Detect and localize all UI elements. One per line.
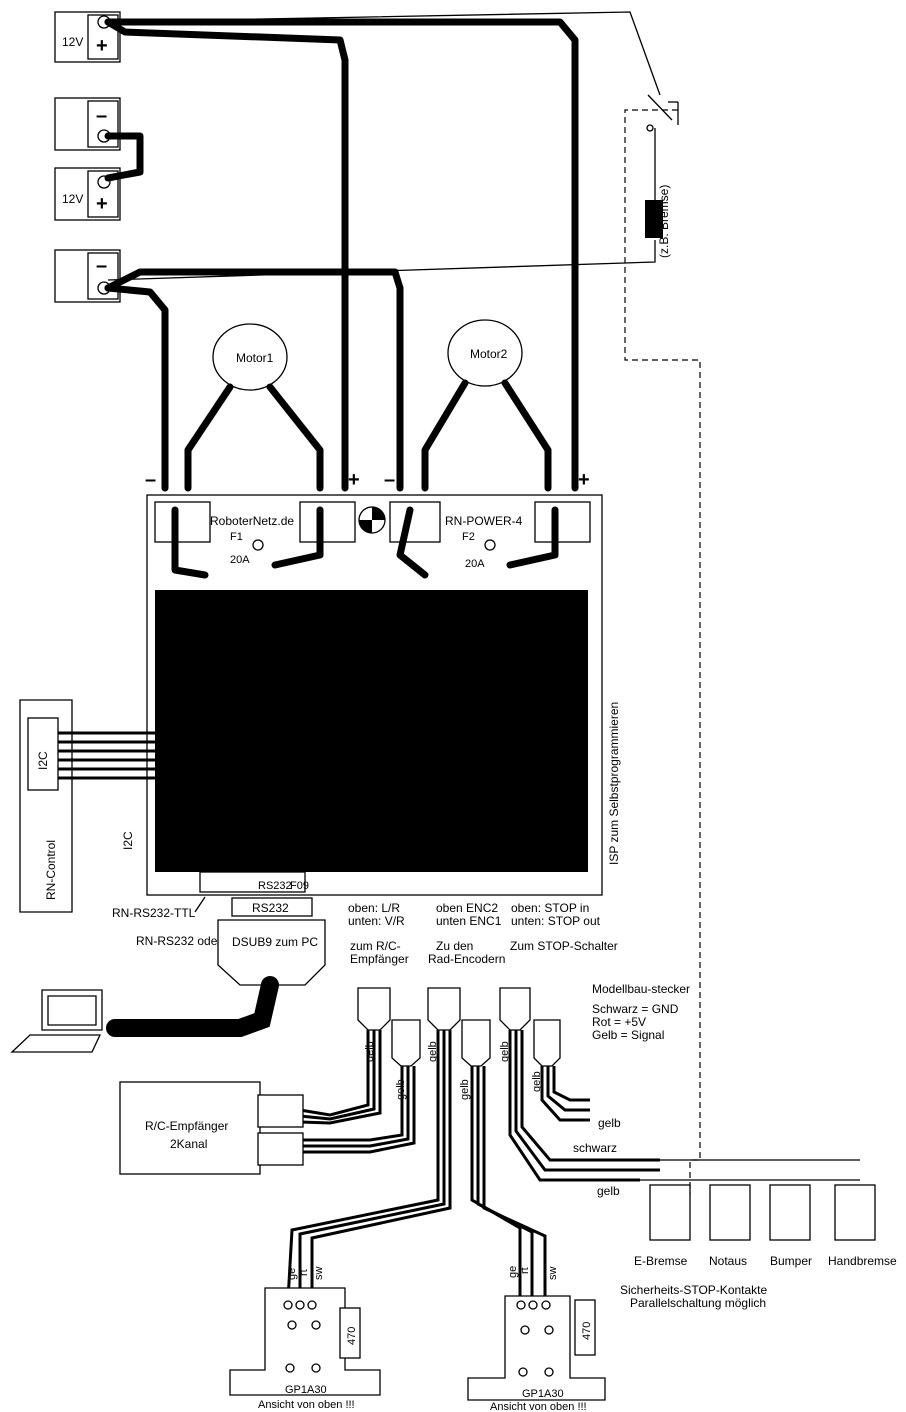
motor1-minus: – (145, 469, 156, 491)
i2c-ribbon (58, 731, 155, 780)
wire-gelb-bottom: gelb (597, 1184, 620, 1198)
stop-switches: E-Bremse Notaus Bumper Handbremse Sicher… (600, 1159, 897, 1310)
battery-bottom-plus: + (96, 193, 108, 215)
battery-bottom: 12V + – (54, 167, 121, 303)
sensor-left-name: GP1A30 (285, 1384, 327, 1396)
switch-ebremse: E-Bremse (634, 1254, 688, 1268)
sensor-right: 470 GP1A30 Ansicht von oben !!! ge rt sw (467, 1266, 606, 1412)
battery-bottom-voltage: 12V (62, 192, 83, 206)
sensor-right-name: GP1A30 (522, 1388, 564, 1400)
rs232-ttl-label: RN-RS232-TTL (112, 906, 196, 920)
sensor-right-ge: ge (507, 1266, 519, 1278)
rs232-or-label: RN-RS232 oder (136, 934, 221, 948)
rc-receiver: R/C-Empfänger 2Kanal (119, 1081, 304, 1175)
stop-bottom-label: unten: STOP out (511, 914, 601, 928)
plug-legend-3: Gelb = Signal (592, 1028, 664, 1042)
board-rs232-sub: F09 (290, 880, 309, 892)
wire-gelb-4: gelb (459, 1079, 471, 1100)
motor2-minus: – (384, 469, 395, 491)
rc-receiver-line1: R/C-Empfänger (145, 1119, 228, 1133)
sensor-right-sw: sw (547, 1267, 559, 1281)
motor2-plus: + (578, 469, 590, 491)
rn-control: I2C RN-Control (19, 699, 73, 913)
sensor-left-ge: ge (286, 1268, 298, 1280)
board-model: RN-POWER-4 (445, 514, 523, 528)
plugs (357, 987, 561, 1067)
board-amp2: 20A (465, 558, 485, 570)
wire-gelb-2: gelb (395, 1079, 407, 1100)
motor-2-label: Motor2 (470, 347, 508, 361)
board-amp1: 20A (230, 554, 250, 566)
battery-top-voltage: 12V (62, 35, 83, 49)
rc-target-1: zum R/C- (350, 939, 401, 953)
board-fuse1: F1 (230, 531, 243, 543)
sensor-left-view: Ansicht von oben !!! (258, 1399, 355, 1411)
sensor-left-resistor: 470 (346, 1327, 358, 1345)
switch-notaus: Notaus (709, 1254, 747, 1268)
motor-1-label: Motor1 (236, 351, 274, 365)
battery-top-minus: – (96, 105, 107, 127)
wire-gelb-right: gelb (598, 1116, 621, 1130)
wire-gelb-6: gelb (531, 1071, 543, 1092)
wire-bundles (286, 1030, 660, 1301)
plug-legend-title: Modellbau-stecker (592, 982, 690, 996)
brake-switch: (z.B. Bremse) (645, 94, 679, 258)
dsub-label: DSUB9 zum PC (232, 935, 318, 949)
switch-bumper: Bumper (770, 1254, 812, 1268)
sensor-right-resistor: 470 (581, 1322, 593, 1340)
motor1-plus: + (348, 469, 360, 491)
motor-2: Motor2 (447, 319, 523, 387)
plug-legend-1: Schwarz = GND (592, 1002, 679, 1016)
rs232-adapter: RS232 DSUB9 zum PC (217, 897, 326, 986)
sensor-left-rt: rt (298, 1269, 310, 1276)
wire-gelb-1: gelb (364, 1041, 376, 1062)
brake-label: (z.B. Bremse) (657, 185, 671, 258)
wire-schwarz: schwarz (573, 1141, 617, 1155)
rs232-box-label: RS232 (252, 901, 289, 915)
sensor-right-rt: rt (519, 1267, 531, 1274)
switch-note1: Sicherheits-STOP-Kontakte (620, 1283, 768, 1297)
board-brand: RoboterNetz.de (210, 514, 294, 528)
stop-target: Zum STOP-Schalter (510, 939, 618, 953)
battery-top-plus: + (96, 35, 108, 57)
board-rs232-pin: RS232 (258, 880, 292, 892)
rn-control-i2c: I2C (36, 751, 50, 770)
lr-top-label: oben: L/R (348, 901, 400, 915)
rn-power-board: RoboterNetz.de RN-POWER-4 F1 F2 20A 20A … (121, 494, 621, 896)
sensor-left-sw: sw (313, 1267, 325, 1281)
board-fuse2: F2 (462, 531, 475, 543)
laptop-icon (10, 989, 103, 1053)
plug-legend-2: Rot = +5V (592, 1015, 646, 1029)
wire-gelb-3: gelb (427, 1041, 439, 1062)
sensor-right-view: Ansicht von oben !!! (490, 1401, 587, 1412)
rn-control-label: RN-Control (44, 840, 58, 900)
battery-top: 12V + – (54, 11, 121, 151)
wire-gelb-5: gelb (499, 1041, 511, 1062)
stop-top-label: oben: STOP in (511, 901, 589, 915)
lr-bottom-label: unten: V/R (348, 914, 405, 928)
sensor-left: 470 GP1A30 Ansicht von oben !!! ge rt sw (229, 1267, 381, 1411)
switch-handbremse: Handbremse (828, 1254, 897, 1268)
enc-bottom-label: unten ENC1 (436, 914, 502, 928)
rc-receiver-line2: 2Kanal (170, 1137, 207, 1151)
battery-bottom-minus: – (96, 255, 107, 277)
board-i2c-label: I2C (121, 831, 135, 850)
enc-target-1: Zu den (436, 939, 473, 953)
rc-target-2: Empfänger (350, 952, 409, 966)
motor-1: Motor1 (212, 323, 288, 391)
enc-target-2: Rad-Encodern (428, 952, 505, 966)
board-isp-label: ISP zum Selbstprogrammieren (607, 702, 621, 865)
enc-top-label: oben ENC2 (436, 901, 498, 915)
switch-note2: Parallelschaltung möglich (630, 1296, 766, 1310)
